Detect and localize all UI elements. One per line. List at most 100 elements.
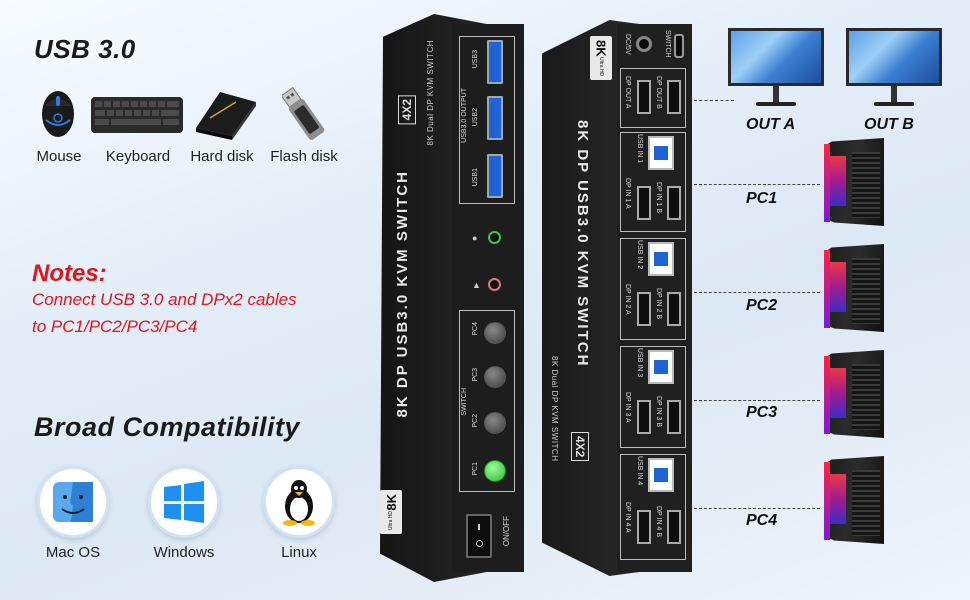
linux-icon [263, 466, 335, 538]
front-8k-badge: 8K Ultra HD [380, 490, 402, 534]
pc2-connector-line [694, 292, 820, 293]
pc1-input-group [620, 132, 686, 232]
monitor-a [728, 28, 824, 106]
dc-label: DC/5V [624, 34, 631, 55]
pc4-label: PC4 [746, 512, 778, 529]
dp-in-2a-port[interactable] [637, 292, 651, 326]
pc2-input-group [620, 238, 686, 340]
dp-out-a-port[interactable] [637, 80, 651, 114]
dp-in-3b-port[interactable] [667, 400, 681, 434]
switch-bracket [459, 310, 515, 492]
pc2-button[interactable] [484, 412, 506, 434]
usb3-port[interactable] [487, 40, 503, 84]
usb1-port[interactable] [487, 154, 503, 198]
pc4-tower [822, 456, 886, 548]
usb2-port[interactable] [487, 96, 503, 140]
mic-in-jack[interactable] [488, 278, 501, 291]
front-title: 8K DP USB3.0 KVM SWITCH [394, 170, 411, 418]
dp-in-1a-port[interactable] [637, 186, 651, 220]
usb-output-bracket [459, 36, 515, 204]
pc1-label: PC1 [472, 462, 479, 476]
dc-jack[interactable] [636, 36, 652, 52]
dp-out-b-port[interactable] [667, 80, 681, 114]
notes-line-1: Connect USB 3.0 and DPx2 cables [32, 290, 297, 309]
rear-8k-badge: 8K Ultra HD [590, 36, 612, 80]
dp-in-3a-port[interactable] [637, 400, 651, 434]
pc4-input-group [620, 454, 686, 560]
pc1-label: PC1 [746, 190, 778, 207]
pc4-label: PC4 [472, 322, 479, 336]
monitor-b-screen [846, 28, 942, 86]
switch-label: SWITCH [461, 388, 468, 416]
pc2-label: PC2 [472, 414, 479, 428]
rear-switch-port[interactable] [674, 34, 684, 58]
pc3-connector-line [694, 400, 820, 401]
dp-in-1b-port[interactable] [667, 186, 681, 220]
front-tag: 4X2 [398, 95, 416, 125]
usb-in-2-port[interactable] [648, 242, 674, 276]
compat-title: Broad Compatibility [34, 412, 301, 442]
pc3-tower-grill [852, 364, 880, 430]
usb3-label: USB3 [472, 50, 479, 69]
dp-in-1a-label: DP IN 1 A [624, 178, 631, 209]
usb-in-1-port[interactable] [648, 136, 674, 170]
dp-out-b-label: DP OUT B [655, 76, 662, 109]
pc4-button[interactable] [484, 322, 506, 344]
pc3-tower-glow [830, 368, 846, 418]
pc4-tower-grill [852, 470, 880, 536]
dp-in-4b-port[interactable] [667, 510, 681, 544]
out-b-label: OUT B [864, 116, 914, 133]
rear-switch-label: SWITCH [664, 30, 671, 58]
pc3-input-group [620, 346, 686, 448]
pc3-tower [822, 350, 886, 442]
notes-line-2: to PC1/PC2/PC3/PC4 [32, 317, 198, 336]
pc1-tower [822, 138, 886, 230]
front-8k-text: 8K [383, 494, 399, 511]
device-label-mouse: Mouse [36, 148, 82, 165]
audio-out-jack[interactable] [488, 231, 501, 244]
pc3-button[interactable] [484, 366, 506, 388]
out-connector-line [694, 100, 734, 101]
pc4-tower-glow [830, 474, 846, 524]
rear-tag: 4X2 [571, 432, 589, 462]
hard-disk-icon [192, 88, 258, 145]
dp-in-2a-label: DP IN 2 A [624, 284, 631, 315]
usb-in-1-label: USB IN 1 [636, 134, 643, 164]
dp-in-1b-label: DP IN 1 B [655, 182, 662, 213]
front-8k-sub: Ultra HD [388, 510, 394, 530]
pc4-tower-light [824, 462, 830, 540]
rear-8k-sub: Ultra HD [598, 56, 604, 76]
notes-title: Notes: [32, 260, 107, 287]
power-label: ON/OFF [502, 516, 511, 547]
power-switch-off-mark [475, 540, 483, 547]
os-label-linux: Linux [281, 544, 317, 561]
front-subtitle: 8K Dual DP KVM SWITCH [426, 40, 435, 146]
usb-in-4-port[interactable] [648, 458, 674, 492]
dp-in-4a-port[interactable] [637, 510, 651, 544]
dp-in-4b-label: DP IN 4 B [655, 506, 662, 537]
monitor-b-stand [891, 86, 897, 102]
usb-section-title: USB 3.0 [34, 34, 136, 64]
rear-8k-text: 8K [593, 40, 609, 57]
usb-in-2-label: USB IN 2 [636, 240, 643, 270]
os-label-windows: Windows [153, 544, 215, 561]
usb2-label: USB2 [472, 108, 479, 127]
pc1-button[interactable] [484, 460, 506, 482]
mouse-icon [40, 86, 76, 143]
windows-icon [148, 466, 220, 538]
dp-in-2b-port[interactable] [667, 292, 681, 326]
dp-out-a-label: DP OUT A [624, 76, 631, 109]
mac-os-icon [37, 466, 109, 538]
pc2-tower-glow [830, 262, 846, 312]
pc2-label: PC2 [746, 297, 778, 314]
pc3-label: PC3 [472, 368, 479, 382]
monitor-a-screen [728, 28, 824, 86]
rear-title: 8K DP USB3.0 KVM SWITCH [574, 120, 591, 368]
pc4-connector-line [694, 508, 820, 509]
mic-icon: ● [472, 233, 478, 243]
pc1-connector-line [694, 184, 820, 185]
pc2-tower-light [824, 250, 830, 328]
usb-in-3-port[interactable] [648, 350, 674, 384]
power-switch[interactable] [466, 514, 492, 558]
usb-in-4-label: USB IN 4 [636, 456, 643, 486]
